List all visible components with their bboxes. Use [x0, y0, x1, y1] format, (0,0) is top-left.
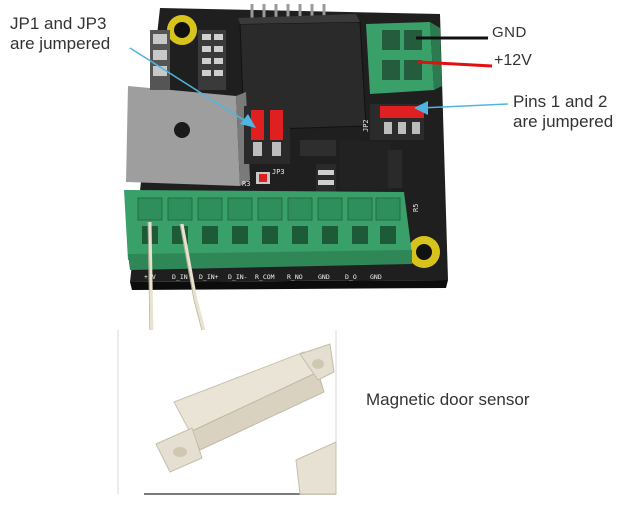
jp1-jp3-label: JP1 and JP3 are jumpered — [10, 14, 110, 53]
left-header — [150, 30, 170, 90]
pins12-label: Pins 1 and 2 are jumpered — [513, 92, 613, 131]
pin-label: D_IN- — [228, 273, 248, 281]
silk-jp3: JP3 — [272, 168, 285, 176]
smd-components — [198, 30, 226, 90]
pin-label: D_IN+ — [199, 273, 219, 281]
jp1-jp3-label-line2: are jumpered — [10, 34, 110, 54]
mounting-hole-top — [167, 15, 197, 45]
mounting-hole-bottom — [408, 236, 440, 268]
jp1-jp3-label-line1: JP1 and JP3 — [10, 14, 110, 34]
plus12v-label: +12V — [494, 52, 532, 70]
gnd-label: GND — [492, 24, 527, 41]
pin-label: GND — [318, 273, 330, 281]
sensor-label: Magnetic door sensor — [366, 390, 529, 410]
terminal-pin-labels: +5V D_IN D_IN+ D_IN- R_COM R_NO GND D_O … — [144, 273, 382, 281]
jp2-jumper — [370, 104, 424, 140]
silk-jp2: JP2 — [362, 119, 370, 132]
pin-label: GND — [370, 273, 382, 281]
jp1-jp3-jumpers — [244, 106, 290, 164]
silk-r3: R3 — [242, 180, 250, 188]
silk-r5: R5 — [412, 204, 420, 212]
power-terminal — [366, 22, 442, 94]
pin-label: D_O — [345, 273, 357, 281]
pins12-label-line1: Pins 1 and 2 — [513, 92, 613, 112]
main-terminal-block — [124, 190, 412, 270]
sensor-photo — [118, 330, 336, 494]
pin-label: D_IN — [172, 273, 188, 281]
heatsink — [126, 86, 250, 186]
pins12-label-line2: are jumpered — [513, 112, 613, 132]
pin-label: R_COM — [255, 273, 275, 281]
pin-label: R_NO — [287, 273, 303, 281]
